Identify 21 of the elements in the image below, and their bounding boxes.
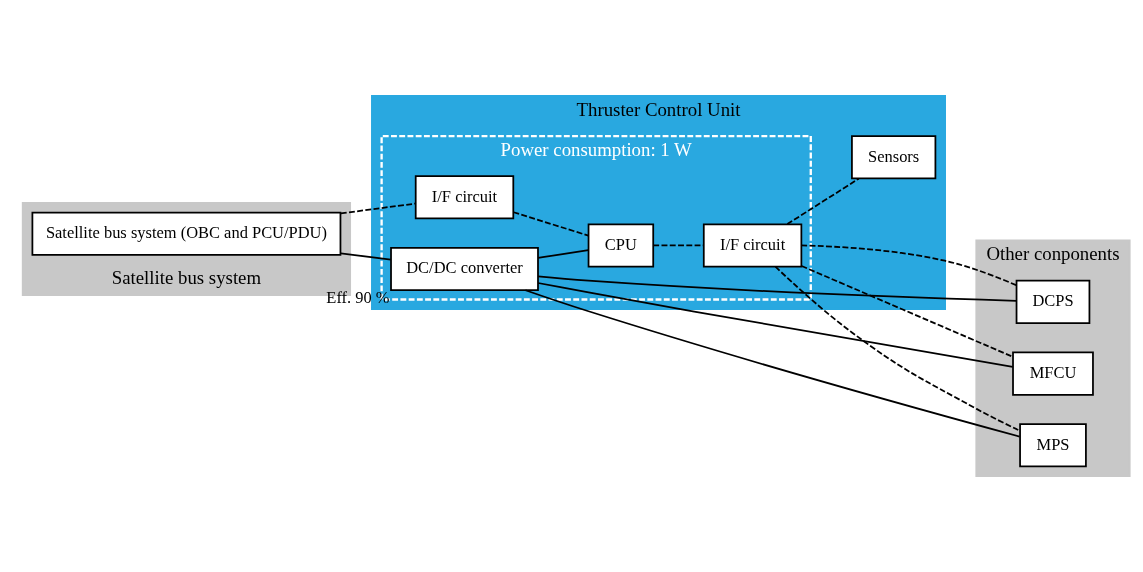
node-box: I/F circuit: [702, 223, 803, 268]
connector: [339, 252, 392, 261]
connector: [537, 249, 590, 259]
node-box: Sensors: [851, 135, 937, 180]
connector: [339, 202, 417, 215]
node-box: MFCU: [1012, 351, 1094, 396]
connector: [652, 244, 705, 247]
connector: [786, 177, 860, 225]
node-box: I/F circuit: [414, 175, 515, 220]
connector: [524, 289, 1021, 438]
connector: [800, 265, 1014, 358]
node-box: DCPS: [1015, 279, 1091, 324]
connector: [774, 265, 1021, 432]
connector: [537, 282, 1014, 368]
connector: [512, 211, 590, 237]
connector: [800, 244, 1018, 287]
node-box: Satellite bus system (OBC and PCU/PDU): [31, 211, 342, 256]
connector: [537, 275, 1018, 302]
node-box: CPU: [587, 223, 655, 268]
node-box: DC/DC converter: [390, 246, 539, 291]
node-box: MPS: [1019, 423, 1087, 468]
